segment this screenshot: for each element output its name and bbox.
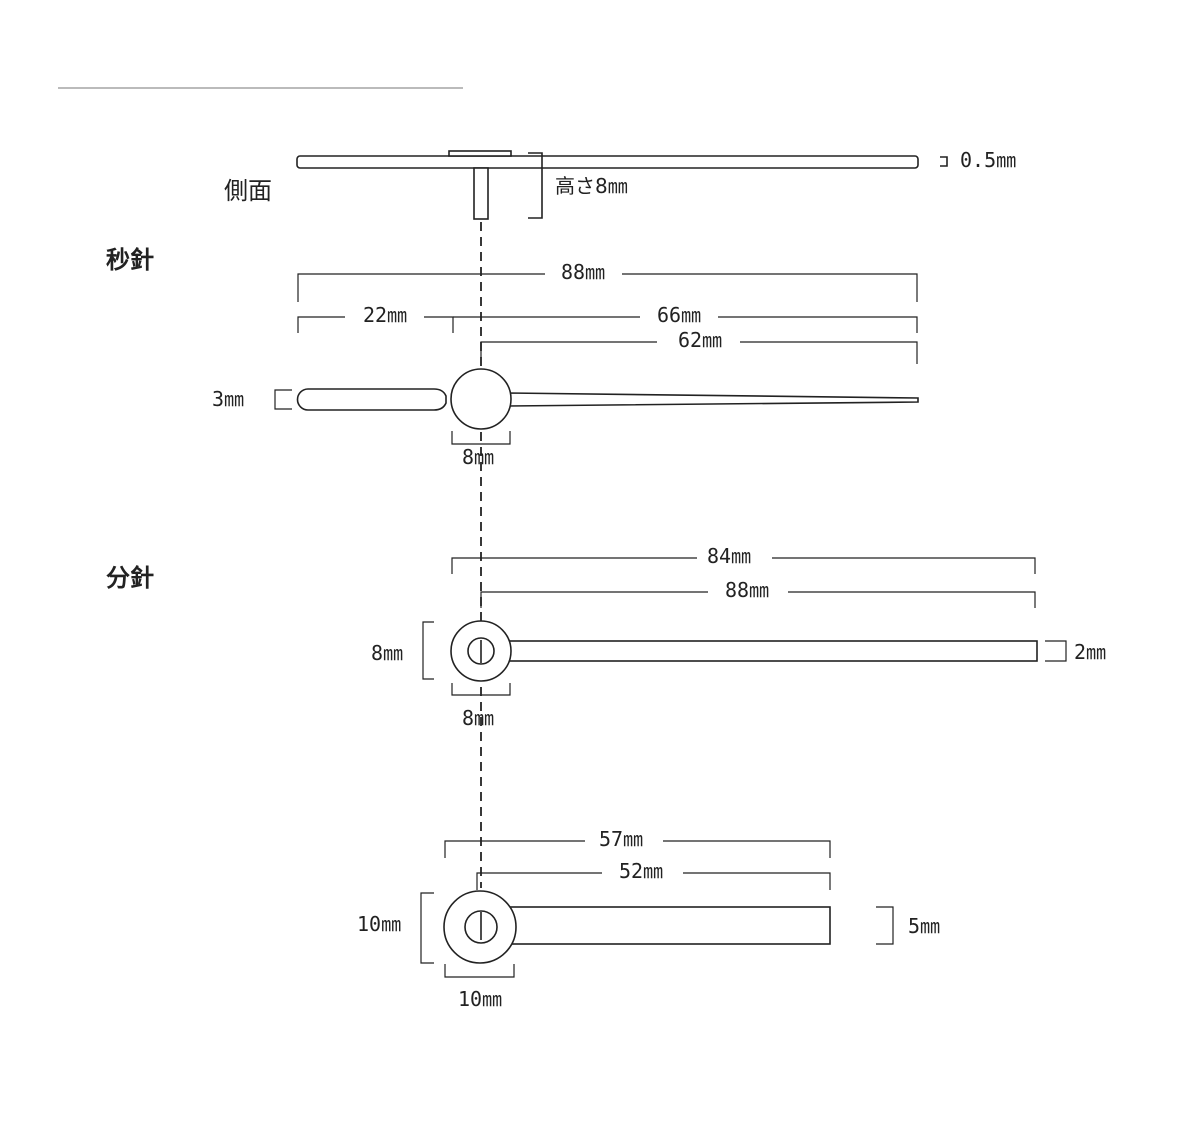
minute-hand-dimensions	[422, 557, 1067, 696]
second-hand-needle	[507, 392, 919, 407]
hour-hub-height-label: 10㎜	[357, 912, 401, 936]
dim-57-left	[444, 840, 585, 858]
second-hand-shape	[296, 368, 919, 430]
dim-5-bracket	[876, 906, 894, 945]
hour-hand-dimensions	[420, 840, 894, 978]
second-total-label: 88㎜	[561, 260, 605, 284]
hour-hand-shape	[443, 890, 831, 964]
second-width-label: 3㎜	[212, 387, 244, 411]
second-front-label: 66㎜	[657, 303, 701, 327]
side-thickness-bracket	[940, 156, 948, 167]
dim-62-right	[740, 341, 918, 364]
hour-total-label: 57㎜	[599, 827, 643, 851]
hour-hand-blade	[504, 906, 831, 945]
side-blade	[296, 155, 919, 169]
dim-62-left	[480, 341, 657, 358]
hour-hub-label: 10㎜	[458, 987, 502, 1011]
dim-2-bracket	[1045, 640, 1067, 662]
dim-66-right	[718, 316, 918, 333]
side-height-bracket	[528, 152, 543, 219]
dim-57-right	[663, 840, 831, 858]
dim-10-hub-height	[420, 892, 434, 964]
second-tail-label: 22㎜	[363, 303, 407, 327]
dim-88-right	[622, 273, 918, 302]
dim-22-right	[424, 316, 454, 333]
dim-52-left	[476, 872, 602, 890]
minute-hand-blade	[504, 640, 1038, 662]
side-hub-cap	[448, 150, 512, 157]
second-hand-title: 秒針	[106, 246, 154, 274]
dim-88-left	[297, 273, 545, 302]
dim-8-hub-height	[422, 621, 434, 680]
dim-8-hub	[451, 431, 511, 445]
second-hand-hub	[450, 368, 512, 430]
minute-hub-height-label: 8㎜	[371, 641, 403, 665]
dim-52-right	[683, 872, 831, 890]
minute-width-label: 2㎜	[1074, 640, 1106, 664]
second-hand-dimensions	[274, 273, 918, 445]
dim-84-right	[772, 557, 1036, 574]
side-thickness-label: 0.5㎜	[960, 148, 1016, 172]
dim-88b-right	[788, 591, 1036, 608]
minute-hand-title: 分針	[106, 564, 154, 592]
dim-84-left	[451, 557, 697, 574]
side-title: 側面	[224, 177, 272, 205]
minute-total-label: 84㎜	[707, 544, 751, 568]
dim-10b-hub	[444, 964, 515, 978]
dim-8b-hub	[451, 683, 511, 696]
second-hub-label: 8㎜	[462, 445, 494, 469]
second-hand-tail	[296, 388, 447, 411]
side-height-label: 高さ8㎜	[555, 174, 628, 198]
side-view	[296, 150, 948, 220]
side-pin	[473, 167, 489, 220]
second-tip-label: 62㎜	[678, 328, 722, 352]
hour-width-label: 5㎜	[908, 914, 940, 938]
dim-22-left	[297, 316, 345, 333]
dim-3-bracket	[274, 389, 292, 410]
minute-tip-label: 88㎜	[725, 578, 769, 602]
hour-tip-label: 52㎜	[619, 859, 663, 883]
dim-88b-left	[480, 591, 708, 608]
minute-hub-label: 8㎜	[462, 706, 494, 730]
minute-hand-shape	[450, 620, 1038, 682]
